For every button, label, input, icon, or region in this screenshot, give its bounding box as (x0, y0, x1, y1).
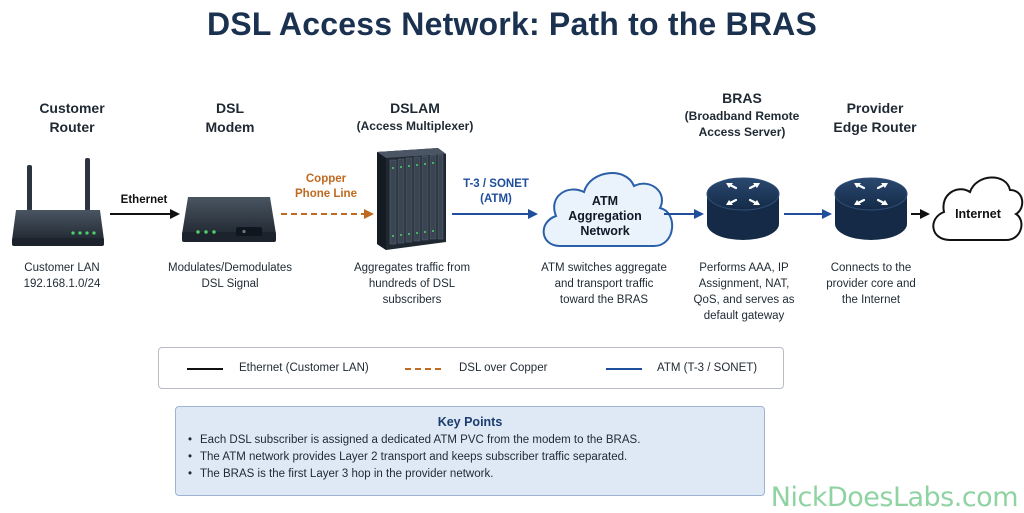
dsl-modem-desc-line1: Modulates/Demodulates (167, 262, 292, 274)
bullet-icon: • (188, 434, 193, 446)
customer-router-title-line1: Customer (39, 100, 105, 116)
dslam-desc-line3: subscribers (382, 294, 442, 306)
atm-desc-line2: and transport traffic (554, 278, 654, 290)
atm-cloud-label-line1: ATM (591, 194, 619, 208)
provider-edge-title: Provider Edge Router (815, 99, 935, 137)
legend: Ethernet (Customer LAN) DSL over Copper … (158, 347, 784, 389)
page-title: DSL Access Network: Path to the BRAS (207, 6, 817, 42)
atm-desc-line3: toward the BRAS (559, 294, 649, 306)
bras-router-icon (706, 177, 780, 240)
atm-cloud-icon (542, 172, 674, 247)
atm-desc-line1: ATM switches aggregate (541, 262, 667, 274)
dslam-title: DSLAM (Access Multiplexer) (345, 99, 485, 134)
key-point-text: The BRAS is the first Layer 3 hop in the… (200, 468, 494, 480)
provider-edge-router-icon (834, 177, 908, 240)
key-points-box: Key Points • Each DSL subscriber is assig… (175, 406, 765, 496)
legend-dsl-label: DSL over Copper (459, 362, 548, 374)
bras-desc-line2: Assignment, NAT, (698, 278, 790, 290)
copper-link-label: Copper Phone Line (286, 172, 366, 202)
provider-edge-desc-line1: Connects to the (830, 262, 912, 274)
dslam-icon (377, 148, 446, 250)
bras-desc: Performs AAA, IP Assignment, NAT, QoS, a… (686, 260, 802, 324)
dsl-modem-title-line1: DSL (216, 100, 244, 116)
customer-router-title: Customer Router (22, 99, 122, 137)
key-point-item: • The ATM network provides Layer 2 transp… (188, 449, 640, 466)
atm-cloud-label-line2: Aggregation (568, 209, 642, 223)
t3-sonet-link-label-line2: (ATM) (480, 193, 512, 205)
legend-atm-swatch (606, 368, 642, 370)
atm-cloud-label-line3: Network (580, 224, 630, 238)
dslam-desc-line2: hundreds of DSL (368, 278, 456, 290)
provider-edge-title-line2: Edge Router (833, 119, 917, 135)
provider-edge-title-line1: Provider (846, 100, 904, 116)
bullet-icon: • (188, 468, 193, 480)
t3-sonet-link-label: T-3 / SONET (ATM) (456, 177, 536, 207)
key-points-title: Key Points (437, 415, 503, 429)
legend-atm-label: ATM (T-3 / SONET) (657, 362, 758, 374)
provider-edge-desc-line2: provider core and (826, 278, 916, 290)
bras-subtitle-line1: (Broadband Remote (684, 109, 800, 123)
dsl-modem-desc: Modulates/Demodulates DSL Signal (160, 260, 300, 292)
legend-ethernet-label: Ethernet (Customer LAN) (239, 362, 369, 374)
bras-title-name: BRAS (722, 90, 762, 106)
dslam-desc-line1: Aggregates traffic from (353, 262, 471, 274)
customer-router-desc: Customer LAN 192.168.1.0/24 (2, 260, 122, 292)
key-point-text: The ATM network provides Layer 2 transpo… (200, 451, 628, 463)
bras-desc-line4: default gateway (703, 310, 785, 322)
copper-link-label-line2: Phone Line (295, 188, 357, 200)
copper-link-label-line1: Copper (305, 173, 347, 185)
atm-cloud-label: ATM Aggregation Network (560, 194, 650, 239)
dsl-modem-icon (182, 197, 276, 242)
ethernet-link-label: Ethernet (120, 194, 168, 206)
key-points-list: • Each DSL subscriber is assigned a dedic… (188, 432, 640, 483)
bras-desc-line3: QoS, and serves as (693, 294, 795, 306)
key-point-item: • Each DSL subscriber is assigned a dedic… (188, 432, 640, 449)
internet-label: Internet (955, 207, 1001, 221)
customer-router-desc-line2: 192.168.1.0/24 (23, 278, 101, 290)
legend-dsl-swatch (405, 368, 441, 370)
bras-title: BRAS (Broadband Remote Access Server) (672, 89, 812, 140)
customer-router-icon (12, 158, 104, 246)
provider-edge-desc-line3: the Internet (841, 294, 901, 306)
bras-desc-line1: Performs AAA, IP (699, 262, 789, 274)
atm-desc: ATM switches aggregate and transport tra… (534, 260, 674, 308)
dslam-title-name: DSLAM (390, 100, 440, 116)
bras-subtitle-line2: Access Server) (698, 125, 786, 139)
bullet-icon: • (188, 451, 193, 463)
customer-router-desc-line1: Customer LAN (24, 262, 100, 274)
dslam-desc: Aggregates traffic from hundreds of DSL … (346, 260, 478, 308)
dsl-modem-title-line2: Modem (205, 119, 255, 135)
t3-sonet-link-label-line1: T-3 / SONET (463, 178, 529, 190)
customer-router-title-line2: Router (49, 119, 95, 135)
internet-cloud-icon (932, 176, 1024, 241)
key-point-text: Each DSL subscriber is assigned a dedica… (200, 434, 641, 446)
legend-ethernet-swatch (187, 368, 223, 370)
key-point-item: • The BRAS is the first Layer 3 hop in th… (188, 466, 640, 483)
brand-watermark: NickDoesLabs.com (770, 482, 1019, 513)
provider-edge-desc: Connects to the provider core and the In… (815, 260, 927, 308)
dsl-modem-title: DSL Modem (180, 99, 280, 137)
dsl-modem-desc-line2: DSL Signal (201, 278, 259, 290)
dslam-subtitle: (Access Multiplexer) (356, 119, 474, 133)
